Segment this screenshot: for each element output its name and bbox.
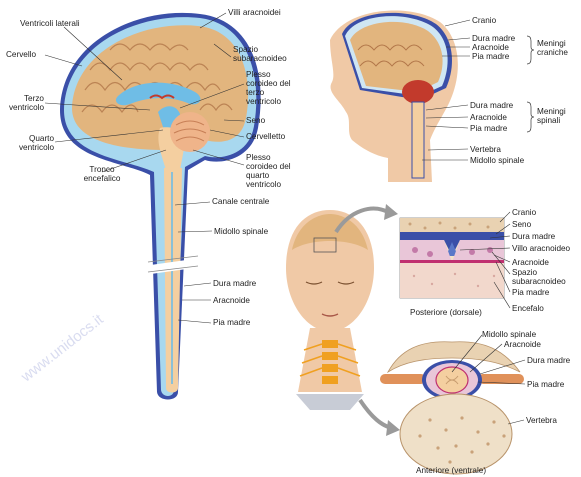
label-encefalo: Encefalo (512, 304, 544, 313)
label-cervelletto: Cervelletto (246, 132, 285, 141)
zoom-arrow-lower (360, 400, 392, 428)
label-dura-madre-left: Dura madre (213, 279, 256, 288)
label-midollo-spinale-vertebra: Midollo spinale (482, 330, 536, 339)
label-aracnoide-section: Aracnoide (512, 258, 549, 267)
label-plesso-coroideo-quarto: Plesso coroideo del quarto ventricolo (246, 153, 292, 189)
label-midollo-spinale-left: Midollo spinale (214, 227, 268, 236)
head-profile (330, 10, 458, 182)
label-spazio-subaracnoideo: Spazio subaracnoideo (233, 45, 301, 63)
vertebra-cross-section (380, 342, 524, 474)
label-pia-madre-section: Pia madre (512, 288, 549, 297)
label-quarto-ventricolo: Quarto ventricolo (6, 134, 54, 152)
label-anteriore: Anteriore (ventrale) (416, 466, 486, 475)
label-terzo-ventricolo: Terzo ventricolo (4, 94, 44, 112)
label-cervello: Cervello (6, 50, 36, 59)
label-meningi-craniche: Meningi craniche (537, 39, 579, 57)
label-aracnoide-left: Aracnoide (213, 296, 250, 305)
label-vertebra-head: Vertebra (470, 145, 501, 154)
label-villo-aracnoideo: Villo aracnoideo (512, 244, 570, 253)
label-pia-madre-vertebra: Pia madre (527, 380, 564, 389)
label-villi-aracnoidei: Villi aracnoidei (228, 8, 281, 17)
label-seno: Seno (246, 116, 265, 125)
label-posteriore: Posteriore (dorsale) (410, 308, 482, 317)
label-tronco-encefalico: Tronco encefalico (76, 165, 128, 183)
label-dura-madre-vertebra: Dura madre (527, 356, 570, 365)
label-seno-section: Seno (512, 220, 531, 229)
label-aracnoide-spinal: Aracnoide (470, 113, 507, 122)
label-spazio-subaracnoideo-section: Spazio subaracnoideo (512, 268, 578, 286)
label-cranio-head: Cranio (472, 16, 496, 25)
label-vertebra-section: Vertebra (526, 416, 557, 425)
label-pia-madre-cranial: Pia madre (472, 52, 509, 61)
frontal-head (286, 210, 374, 410)
label-pia-madre-left: Pia madre (213, 318, 250, 327)
label-aracnoide-vertebra: Aracnoide (504, 340, 541, 349)
label-pia-madre-spinal: Pia madre (470, 124, 507, 133)
label-plesso-coroideo-terzo: Plesso coroideo del terzo ventricolo (246, 70, 292, 106)
label-cranio-section: Cranio (512, 208, 536, 217)
label-aracnoide-cranial: Aracnoide (472, 43, 509, 52)
brain-sagittal-section (60, 13, 261, 400)
label-dura-madre-spinal: Dura madre (470, 101, 513, 110)
label-ventricoli-laterali: Ventricoli laterali (20, 19, 64, 28)
label-midollo-spinale-head: Midollo spinale (470, 156, 524, 165)
meninges-section-zoom (400, 218, 504, 298)
label-canale-centrale: Canale centrale (212, 197, 269, 206)
label-meningi-spinali: Meningi spinali (537, 107, 579, 125)
label-dura-madre-cranial: Dura madre (472, 34, 515, 43)
label-dura-madre-section: Dura madre (512, 232, 555, 241)
